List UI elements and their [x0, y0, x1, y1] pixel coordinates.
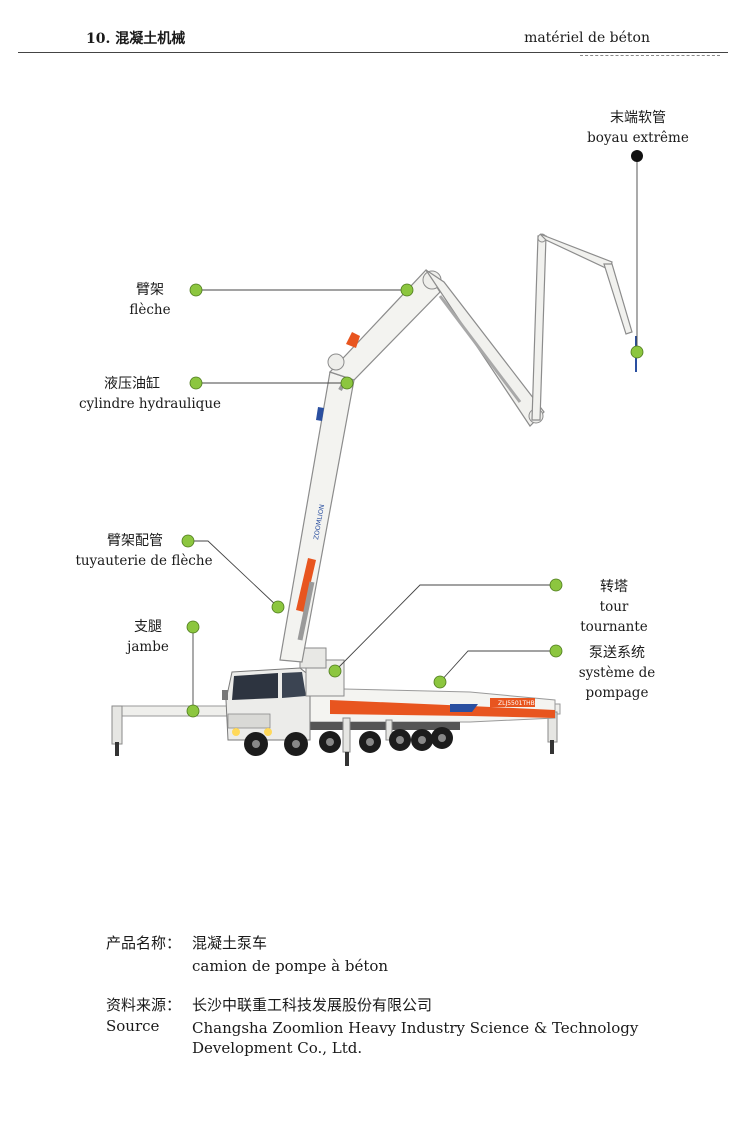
- pump-point-dot: [433, 675, 447, 689]
- source-en-line1: Changsha Zoomlion Heavy Industry Science…: [192, 1019, 639, 1037]
- source-en-line2: Development Co., Ltd.: [192, 1039, 363, 1057]
- callout-lines: [188, 157, 638, 711]
- end-hose-point-dot: [630, 345, 644, 359]
- label-cylinder-zh: 液压油缸: [104, 376, 160, 392]
- label-cylinder-fr: cylindre hydraulique: [78, 396, 221, 412]
- product-name-fr: camion de pompe à béton: [192, 957, 389, 975]
- label-pump-zh: 泵送系统: [589, 645, 645, 661]
- header-rule-dashed: [580, 55, 720, 57]
- turret-point-dot: [328, 664, 342, 678]
- boom-piping-point-dot: [271, 600, 285, 614]
- cylinder-point-dot: [340, 376, 354, 390]
- product-name-key: 产品名称：: [106, 934, 182, 952]
- boom-section-5: [539, 233, 633, 335]
- boom-section-1: ZOOMLION: [279, 371, 355, 663]
- boom-piping-dot: [181, 534, 195, 548]
- boom-dot: [189, 283, 203, 297]
- left-outrigger: [111, 705, 237, 756]
- boom-section-3: [425, 269, 545, 427]
- label-boom-piping-fr: tuyauterie de flèche: [75, 553, 213, 569]
- category-title: matériel de béton: [524, 30, 650, 46]
- label-turret-fr: tour tournante: [580, 599, 648, 635]
- label-boom-zh: 臂架: [136, 282, 164, 298]
- source-key-zh: 资料来源：: [106, 996, 182, 1014]
- label-pumping-system: 泵送系统 système de pompage: [550, 643, 684, 703]
- boom-point-dot: [400, 283, 414, 297]
- label-outrigger: 支腿 jambe: [110, 617, 186, 657]
- product-info: 产品名称： 混凝土泵车 camion de pompe à béton 资料来源…: [0, 932, 750, 1072]
- label-boom: 臂架 flèche: [110, 280, 190, 320]
- label-end-hose-fr: boyau extrême: [587, 130, 689, 146]
- label-outrigger-fr: jambe: [127, 639, 169, 655]
- boom-section-2: [327, 269, 442, 381]
- label-outrigger-zh: 支腿: [134, 619, 162, 635]
- label-turret: 转塔 tour tournante: [566, 577, 662, 637]
- header-rule: [18, 52, 728, 53]
- label-hydraulic-cylinder: 液压油缸 cylindre hydraulique: [72, 374, 228, 414]
- product-name-zh: 混凝土泵车: [192, 934, 268, 952]
- chapter-title: 10. 混凝土机械: [86, 31, 186, 47]
- outrigger-dot: [186, 620, 200, 634]
- label-end-hose-zh: 末端软管: [610, 110, 666, 126]
- source-zh: 长沙中联重工科技发展股份有限公司: [192, 996, 433, 1014]
- label-end-hose: 末端软管 boyau extrême: [580, 108, 696, 148]
- end-hose-dot: [631, 150, 643, 162]
- truck-chassis: ZLJ5501THB: [299, 687, 556, 766]
- callout-dots: [181, 150, 644, 718]
- label-boom-piping-zh: 臂架配管: [107, 533, 163, 549]
- turret-dot: [549, 578, 563, 592]
- label-pump-fr: système de pompage: [578, 665, 656, 701]
- chassis-brand-text: ZLJ5501THB: [498, 700, 535, 707]
- pump-dot: [549, 644, 563, 658]
- truck-cab: [222, 667, 311, 741]
- outrigger-point-dot: [186, 704, 200, 718]
- label-boom-piping: 臂架配管 tuyauterie de flèche: [72, 531, 216, 571]
- source-key-en: Source: [106, 1017, 160, 1035]
- cylinder-dot: [189, 376, 203, 390]
- label-boom-fr: flèche: [129, 302, 171, 318]
- label-turret-zh: 转塔: [600, 579, 628, 595]
- boom-section-4: [531, 233, 547, 421]
